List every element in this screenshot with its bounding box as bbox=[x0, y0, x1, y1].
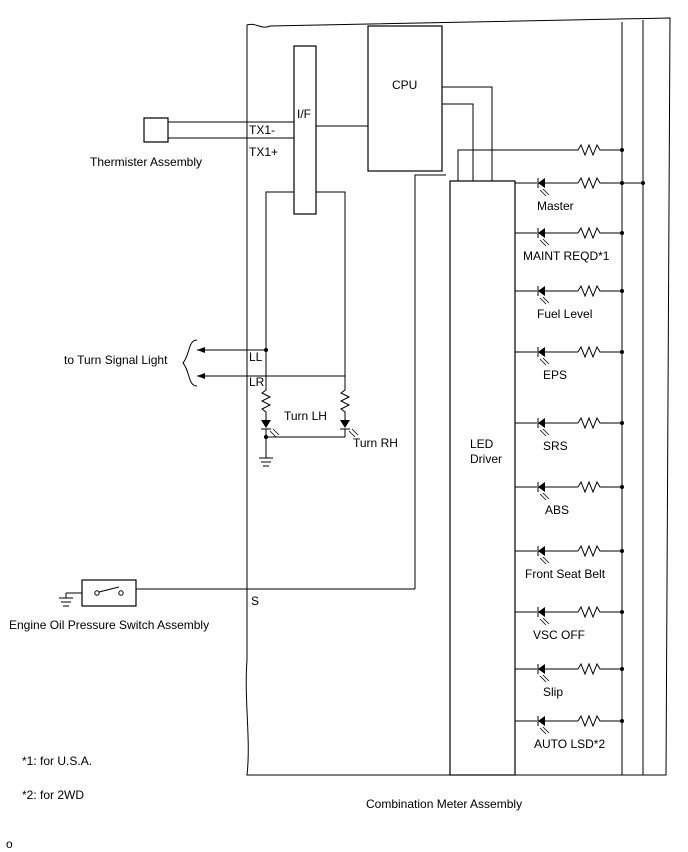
thermister-label: Thermister Assembly bbox=[90, 155, 202, 169]
turn-signal-brace bbox=[182, 339, 198, 387]
meter-housing-outline bbox=[245, 17, 671, 776]
indicator-resistor bbox=[577, 416, 622, 430]
indicator-resistor bbox=[577, 284, 622, 298]
s-terminal-label: S bbox=[251, 594, 259, 608]
cpu-s-wire bbox=[414, 174, 446, 589]
thermister-box bbox=[143, 117, 169, 143]
top-resistor bbox=[568, 143, 622, 157]
ll-arrow bbox=[197, 347, 205, 353]
indicator-led bbox=[538, 716, 545, 726]
if-block bbox=[293, 45, 317, 215]
oil-switch-box bbox=[81, 579, 137, 607]
indicator-label: Master bbox=[537, 199, 574, 213]
turn-rh-label: Turn RH bbox=[353, 436, 398, 450]
indicator-resistor bbox=[577, 176, 622, 190]
indicator-resistor bbox=[577, 544, 622, 558]
indicator-led bbox=[538, 418, 545, 428]
cpu-driver-wire-1 bbox=[442, 103, 474, 181]
indicator-label: VSC OFF bbox=[533, 628, 585, 642]
led-driver-label-1: LED bbox=[470, 437, 494, 451]
note-2: *2: for 2WD bbox=[22, 788, 84, 802]
tx1-minus-label: TX1- bbox=[249, 123, 275, 137]
indicator-label: AUTO LSD*2 bbox=[534, 737, 605, 751]
indicator-led bbox=[538, 607, 545, 617]
indicator-label: ABS bbox=[545, 503, 569, 517]
turn-lh-if-wire bbox=[265, 191, 294, 350]
if-label: I/F bbox=[297, 107, 311, 121]
indicator-led bbox=[538, 546, 545, 556]
indicator-led bbox=[538, 347, 545, 357]
turn-signal-label: to Turn Signal Light bbox=[64, 353, 168, 367]
indicator-label: EPS bbox=[543, 368, 567, 382]
indicator-led bbox=[538, 286, 545, 296]
turn-lh-resistor bbox=[260, 350, 272, 420]
lr-arrow bbox=[197, 373, 205, 379]
indicator-resistor bbox=[577, 605, 622, 619]
turn-rh-led bbox=[340, 420, 350, 428]
cpu-top-indicator-wire bbox=[457, 149, 568, 181]
cpu-driver-wire-2 bbox=[442, 86, 493, 181]
indicator-resistor bbox=[577, 226, 622, 240]
indicator-label: SRS bbox=[543, 439, 568, 453]
corner-mark: o bbox=[6, 837, 13, 851]
indicator-led bbox=[538, 178, 545, 188]
led-driver-block bbox=[449, 180, 516, 776]
led-driver-label-2: Driver bbox=[470, 452, 502, 466]
turn-lh-label: Turn LH bbox=[284, 409, 327, 423]
cpu-label: CPU bbox=[392, 78, 417, 92]
turn-rh-resistor bbox=[339, 376, 351, 420]
turn-lh-led bbox=[261, 420, 271, 428]
turn-rh-if-wire bbox=[316, 191, 346, 376]
tx1-plus-label: TX1+ bbox=[249, 145, 278, 159]
combination-meter-label: Combination Meter Assembly bbox=[366, 797, 522, 811]
indicator-label: Front Seat Belt bbox=[525, 567, 606, 581]
cpu-block bbox=[367, 25, 443, 172]
indicator-led bbox=[538, 228, 545, 238]
indicator-label: Slip bbox=[543, 685, 563, 699]
indicator-led bbox=[538, 664, 545, 674]
indicator-resistor bbox=[577, 662, 622, 676]
indicator-resistor bbox=[577, 345, 622, 359]
indicator-label: Fuel Level bbox=[537, 307, 592, 321]
indicator-label: MAINT REQD*1 bbox=[523, 249, 610, 263]
note-1: *1: for U.S.A. bbox=[22, 754, 92, 768]
ll-label: LL bbox=[249, 350, 263, 364]
indicator-led bbox=[538, 482, 545, 492]
indicator-resistor bbox=[577, 480, 622, 494]
oil-switch-label: Engine Oil Pressure Switch Assembly bbox=[9, 618, 209, 632]
indicator-resistor bbox=[577, 714, 622, 728]
lr-label: LR bbox=[249, 375, 265, 389]
